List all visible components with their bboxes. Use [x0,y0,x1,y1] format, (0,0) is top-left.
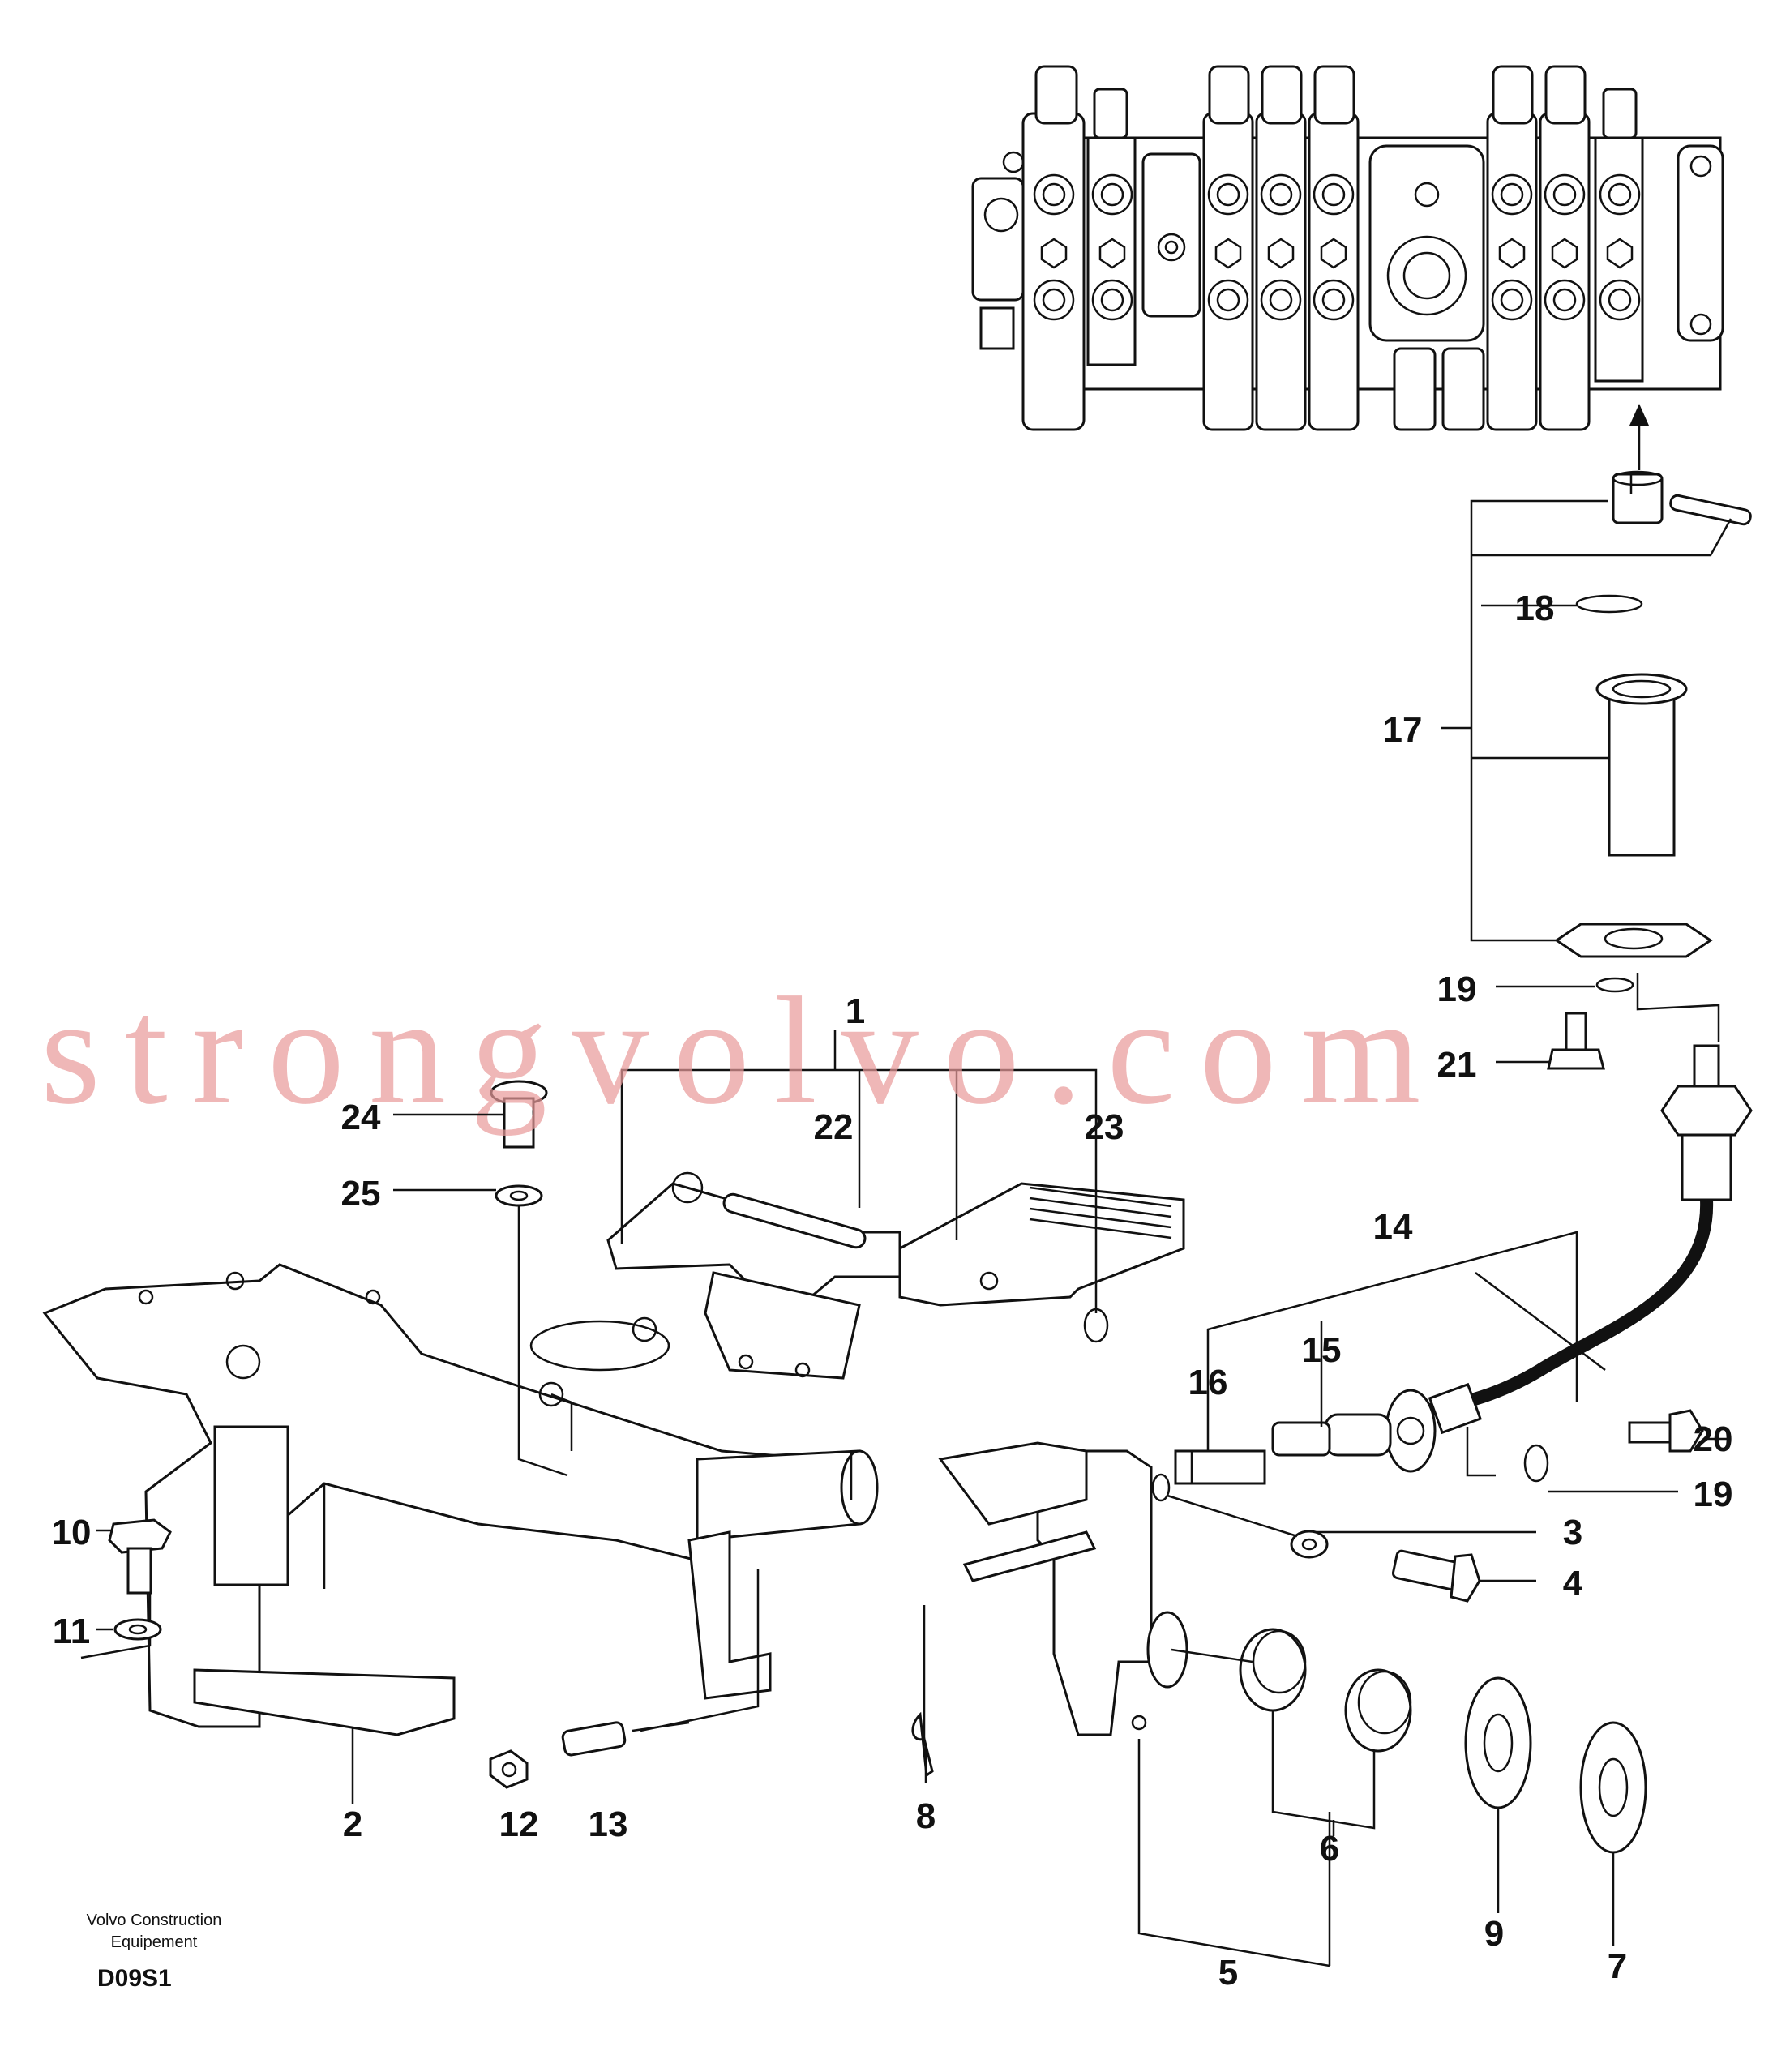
drawing-code: D09S1 [97,1965,172,1992]
sleeve-assembly [1470,470,1752,1070]
cable-sensor-assembly [1174,973,1753,1485]
callout-23: 23 [1085,1107,1124,1147]
callout-25: 25 [341,1174,381,1214]
callout-6: 6 [1320,1829,1339,1869]
callout-12: 12 [499,1804,539,1844]
brand-line-2: Equipement [111,1933,198,1951]
watermark: strongvolvo.com [41,966,1445,1137]
brand-line-1: Volvo Construction [87,1911,222,1929]
pedal-assembly [606,1030,1185,1380]
callout-19-top: 19 [1437,970,1477,1009]
callout-4: 4 [1563,1564,1583,1603]
callout-24: 24 [341,1098,381,1137]
fasteners [108,1080,1647,1967]
callout-3: 3 [1563,1513,1582,1552]
callout-11: 11 [53,1612,91,1651]
control-valve-assembly [971,65,1724,470]
callout-15: 15 [1302,1330,1342,1370]
callout-leaders [96,604,1731,1631]
callout-7: 7 [1608,1946,1627,1986]
callout-19-right: 19 [1694,1475,1733,1514]
callout-16: 16 [1188,1363,1228,1402]
callout-2: 2 [343,1804,362,1844]
callout-9: 9 [1484,1914,1504,1954]
callout-1: 1 [846,991,865,1031]
callout-13: 13 [589,1804,628,1844]
callout-10: 10 [52,1513,92,1552]
footer: Volvo Construction Equipement D09S1 [87,1911,222,1992]
o-ring-18 [1575,594,1643,614]
callout-14: 14 [1373,1207,1413,1247]
callout-labels: 1 2 3 4 5 6 7 8 9 10 11 12 13 14 15 16 1… [52,589,1733,1993]
callout-8: 8 [916,1796,936,1836]
main-bracket [42,1196,1188,1804]
callout-5: 5 [1218,1953,1238,1993]
callout-20: 20 [1694,1419,1733,1459]
callout-17: 17 [1383,710,1423,750]
callout-21: 21 [1437,1045,1477,1085]
callout-22: 22 [814,1107,854,1147]
callout-18: 18 [1515,589,1555,628]
